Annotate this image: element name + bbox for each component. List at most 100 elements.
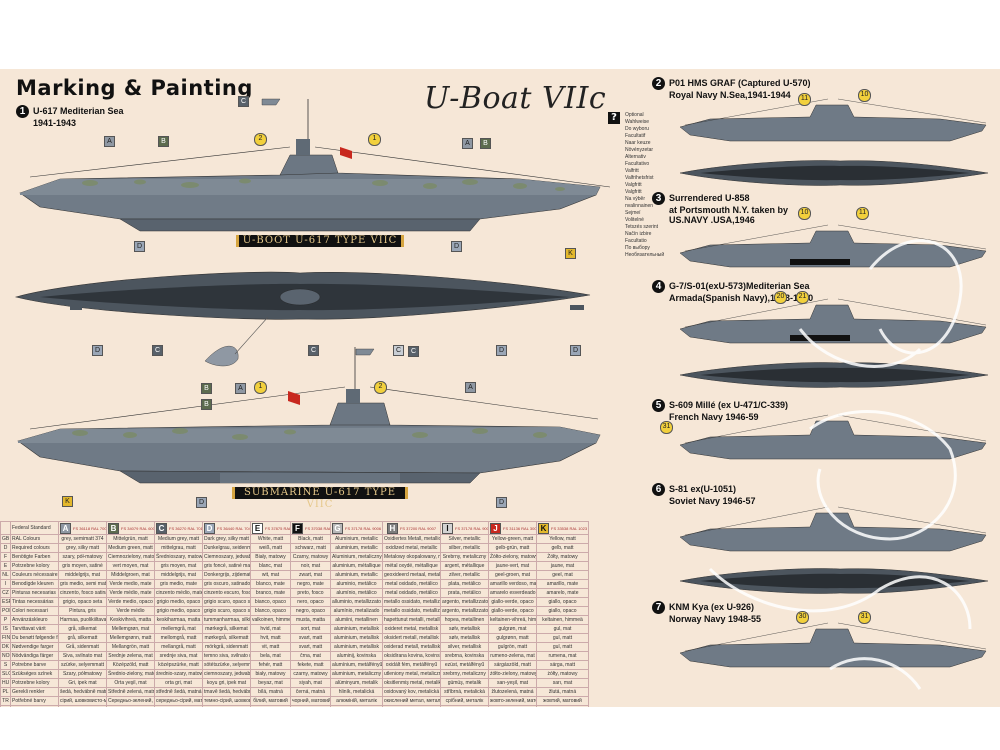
table-cell: aluminij, kovinska xyxy=(330,651,383,661)
table-cell: blanco, mate xyxy=(250,579,291,589)
table-cell: musta, matta xyxy=(290,615,331,625)
table-cell: Black, matt xyxy=(290,534,331,544)
variant-number: 5 xyxy=(652,399,665,412)
optional-list-item: Facultatif xyxy=(625,133,646,139)
row-label: Необхідні кольори xyxy=(10,705,59,707)
table-cell: Middelgroen, mat xyxy=(106,570,155,580)
table-cell: gris moyen, mat xyxy=(154,561,203,571)
table-cell: orta gri, mat xyxy=(154,678,203,688)
table-cell: geel, mat xyxy=(536,570,589,580)
table-cell: Yellow, matt xyxy=(536,534,589,544)
decal-callout-20: 20 xyxy=(774,291,787,304)
table-cell: biały, matowy xyxy=(250,669,291,679)
table-cell: Verde medio, opaco xyxy=(106,597,155,607)
table-cell: Silver, metallic xyxy=(440,534,489,544)
decal-callout-31: 31 xyxy=(660,421,673,434)
table-cell: gris oscuro, satinado xyxy=(202,579,251,589)
table-cell: Medium grey, matt xyxy=(154,534,203,544)
table-cell: Ciemnoszary, jedwabisto-matowy xyxy=(202,552,251,562)
table-cell: plata, metálico xyxy=(440,579,489,589)
table-cell: Середньо-зелений, матовий xyxy=(106,696,155,706)
color-code: FS 34079 RAL 6003 xyxy=(121,525,155,531)
table-cell: сірий, шовковисто-матовий xyxy=(58,696,107,706)
row-language-code: E xyxy=(0,561,11,571)
table-cell: gulgrønn, matt xyxy=(488,633,537,643)
variant-number: 3 xyxy=(652,192,665,205)
row-language-code: DK xyxy=(0,642,11,652)
variant-line: S-81 ex(U-1051) xyxy=(669,483,737,494)
table-cell: Żółto-zielony, matowy xyxy=(488,552,537,562)
table-cell: mittelgrau, matt xyxy=(154,543,203,553)
optional-list-item: Valfritt xyxy=(625,168,639,174)
variant-line: Armada(Spanish Navy),1943-1980 xyxy=(669,293,814,303)
color-marker-d: D xyxy=(196,497,207,508)
variant-line: US.NAVY .USA,1946 xyxy=(669,215,755,225)
table-cell: Orta yeşil, mat xyxy=(106,678,155,688)
decal-callout-31: 31 xyxy=(858,611,871,624)
table-cell: oksidert metall, metallisk xyxy=(382,633,441,643)
table-cell: schwarz, matt xyxy=(290,543,331,553)
table-cell: oxideret metal, metallisk xyxy=(382,624,441,634)
row-label: Anvánzáskleuro xyxy=(10,615,59,625)
optional-list-item: По выбору xyxy=(625,245,650,251)
table-cell: mellemgrå, mat xyxy=(154,624,203,634)
variant-6-top xyxy=(679,568,989,594)
table-cell: hapettunut metalli, metallinen xyxy=(382,615,441,625)
color-swatch: D xyxy=(204,522,215,534)
optional-list-item: Do wyboru xyxy=(625,126,649,132)
table-cell: preto, fosco xyxy=(290,588,331,598)
row-label: Benötigte Farben xyxy=(10,552,59,562)
optional-list-item: Sejmeí xyxy=(625,210,641,216)
table-cell: keltainen, himmeä xyxy=(536,615,589,625)
table-cell: prata, metálico xyxy=(440,588,489,598)
table-cell: Mellemgrønn, matt xyxy=(106,633,155,643)
table-cell: amarelo, mate xyxy=(536,588,589,598)
table-cell: Czarny, matowy xyxy=(290,552,331,562)
table-cell: geel-groen, mat xyxy=(488,570,537,580)
decal-callout-10: 10 xyxy=(858,89,871,102)
color-code: FS 33538 RAL 1023 xyxy=(551,525,588,531)
table-cell: metallo ossidato, metallizzato xyxy=(382,597,441,607)
variant-number: 2 xyxy=(652,77,665,90)
color-swatch: G xyxy=(332,522,343,534)
table-cell: Donkergrijs, zijdemat xyxy=(202,570,251,580)
table-cell: sárgászöld, matt xyxy=(488,660,537,670)
optional-list-item: Optional xyxy=(625,112,644,118)
color-marker-c: C xyxy=(408,346,419,357)
table-cell: Harmaa, puolikiiltava xyxy=(58,615,107,625)
table-cell: Keskivihreä, matta xyxy=(106,615,155,625)
color-marker-a: A xyxy=(235,383,246,394)
table-cell: hopea, metallinen xyxy=(440,615,489,625)
table-cell: sötétszürke, selyemmatt xyxy=(202,660,251,670)
color-marker-d: D xyxy=(496,497,507,508)
table-cell: temno siva, svilnato mat xyxy=(202,651,251,661)
table-cell: gümüş, metalik xyxy=(440,678,489,688)
table-cell: Yellow-green, matt xyxy=(488,534,537,544)
table-cell: metal oxidado, metálico xyxy=(382,588,441,598)
row-language-code: FIN xyxy=(0,633,11,643)
row-language-code: F xyxy=(0,552,11,562)
color-marker-c: C xyxy=(393,345,404,356)
table-cell: grigio scuro, opaco seta xyxy=(202,606,251,616)
table-cell: білий, матовий xyxy=(250,696,291,706)
table-cell: svart, matt xyxy=(290,642,331,652)
table-cell: жовто-зелений, матовий xyxy=(488,696,537,706)
table-cell: sort, mat xyxy=(290,624,331,634)
table-cell: gelb, matt xyxy=(536,543,589,553)
table-cell: szürke, selyemmatt xyxy=(58,660,107,670)
